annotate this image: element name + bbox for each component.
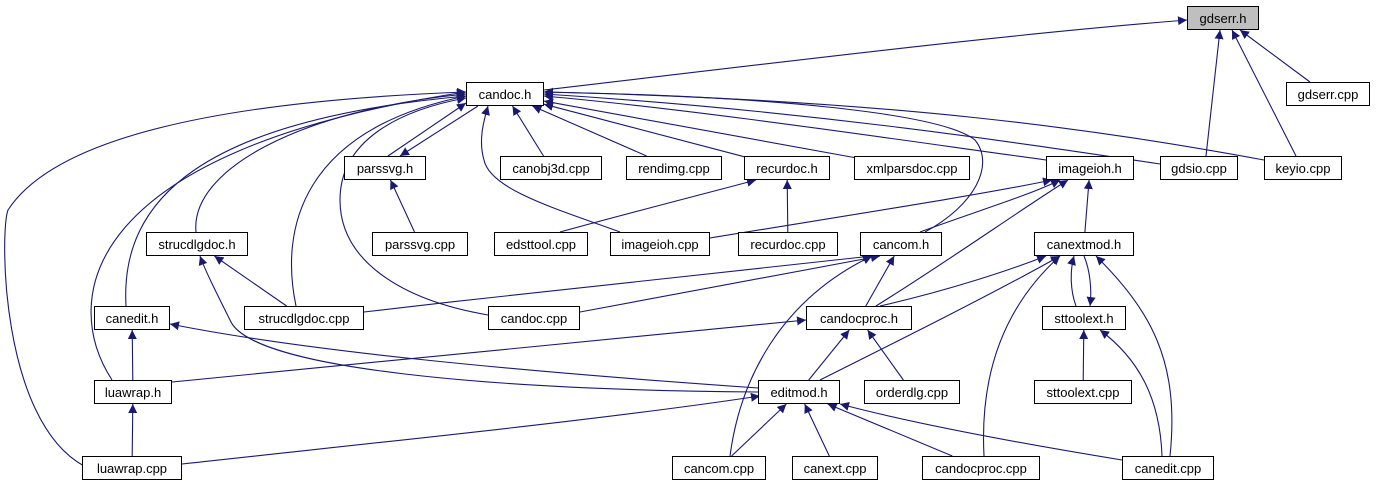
node-candocproc-cpp[interactable]: candocproc.cpp (922, 456, 1040, 480)
node-luawrap-cpp[interactable]: luawrap.cpp (82, 456, 182, 480)
edge-candoc-cpp-to-candoc-h (339, 95, 489, 316)
edge-cancom-cpp-to-cancom-h (729, 255, 873, 457)
node-sttoolext-h[interactable]: sttoolext.h (1042, 306, 1126, 330)
edge-edsttool-cpp-to-recurdoc-h (559, 177, 757, 233)
node-gdserr-h: gdserr.h (1187, 6, 1259, 30)
edge-canedit-cpp-to-canextmod-h (1095, 255, 1173, 457)
edge-luawrap-h-to-candocproc-h (171, 316, 807, 383)
edge-luawrap-h-to-candoc-h (90, 88, 467, 381)
edge-canedit-cpp-to-sttoolext-h (1099, 329, 1163, 457)
edge-strucdlgdoc-cpp-to-strucdlgdoc-h (214, 255, 287, 307)
node-cancom-cpp[interactable]: cancom.cpp (672, 456, 766, 480)
edge-luawrap-h-to-canedit-h (127, 329, 137, 381)
edge-recurdoc-cpp-to-recurdoc-h (782, 179, 792, 233)
edge-cancom-h-to-candoc-h (543, 87, 984, 233)
edge-candocproc-cpp-to-canextmod-h (982, 255, 1061, 457)
node-parssvg-h[interactable]: parssvg.h (344, 156, 426, 180)
node-gdsio-cpp[interactable]: gdsio.cpp (1160, 156, 1238, 180)
node-canext-cpp[interactable]: canext.cpp (792, 456, 878, 480)
edge-editmod-h-to-canedit-h (169, 321, 759, 389)
edge-cancom-h-to-imageioh-h (919, 179, 1061, 233)
node-sttoolext-cpp[interactable]: sttoolext.cpp (1034, 380, 1132, 404)
edge-imageioh-h-to-candoc-h (543, 92, 1047, 161)
node-canextmod-h[interactable]: canextmod.h (1034, 232, 1134, 256)
edge-sttoolext-h-to-canextmod-h (1067, 255, 1077, 307)
edge-luawrap-cpp-to-editmod-h (181, 392, 761, 465)
edge-cancom-cpp-to-editmod-h (731, 403, 787, 457)
edge-candocproc-h-to-cancom-h (865, 255, 895, 307)
node-candoc-cpp[interactable]: candoc.cpp (488, 306, 580, 330)
edge-xmlparsdoc-cpp-to-candoc-h (543, 98, 855, 159)
edge-candocproc-h-to-canextmod-h (879, 255, 1047, 307)
node-xmlparsdoc-cpp[interactable]: xmlparsdoc.cpp (854, 156, 970, 180)
edge-candocproc-cpp-to-editmod-h (827, 403, 953, 457)
edge-imageioh-cpp-to-candoc-h (480, 105, 621, 233)
node-imageioh-h[interactable]: imageioh.h (1046, 156, 1134, 180)
edge-editmod-h-to-candocproc-h (808, 329, 850, 381)
edge-strucdlgdoc-cpp-to-cancom-h (363, 252, 873, 313)
node-candocproc-h[interactable]: candocproc.h (806, 306, 912, 330)
node-canedit-cpp[interactable]: canedit.cpp (1122, 456, 1214, 480)
edge-editmod-h-to-canextmod-h (819, 255, 1061, 381)
edge-candoc-cpp-to-cancom-h (579, 253, 881, 313)
edge-gdserr-cpp-to-gdserr-h (1239, 29, 1311, 83)
node-orderdlg-cpp[interactable]: orderdlg.cpp (864, 380, 960, 404)
edge-parssvg-cpp-to-parssvg-h (390, 179, 415, 233)
node-canedit-h[interactable]: canedit.h (94, 306, 170, 330)
edge-recurdoc-h-to-candoc-h (543, 102, 745, 158)
node-cancom-h[interactable]: cancom.h (860, 232, 942, 256)
edge-editmod-h-to-strucdlgdoc-h (198, 255, 759, 393)
edge-candoc-h-to-parssvg-h (399, 105, 479, 157)
node-recurdoc-h[interactable]: recurdoc.h (744, 156, 830, 180)
edge-gdsio-cpp-to-gdserr-h (1205, 29, 1224, 157)
edge-candoc-h-to-gdserr-h (543, 16, 1188, 91)
node-luawrap-h[interactable]: luawrap.h (94, 380, 172, 404)
node-strucdlgdoc-cpp[interactable]: strucdlgdoc.cpp (244, 306, 364, 330)
edge-gdsio-cpp-to-candoc-h (543, 90, 1161, 165)
node-candoc-h[interactable]: candoc.h (466, 82, 544, 106)
node-editmod-h[interactable]: editmod.h (758, 380, 840, 404)
edge-candocproc-h-to-imageioh-h (875, 179, 1069, 307)
edge-canobj3d-cpp-to-candoc-h (512, 105, 544, 157)
edge-canextmod-h-to-imageioh-h (1083, 179, 1093, 233)
edge-orderdlg-cpp-to-candocproc-h (867, 329, 904, 381)
edge-strucdlgdoc-cpp-to-candoc-h (290, 93, 467, 307)
node-canobj3d-cpp[interactable]: canobj3d.cpp (500, 156, 602, 180)
edge-luawrap-cpp-to-candoc-h (4, 87, 467, 467)
edge-luawrap-cpp-to-luawrap-h (128, 403, 138, 457)
node-edsttool-cpp[interactable]: edsttool.cpp (494, 232, 588, 256)
node-strucdlgdoc-h[interactable]: strucdlgdoc.h (146, 232, 248, 256)
node-gdserr-cpp[interactable]: gdserr.cpp (1286, 82, 1370, 106)
edge-parssvg-h-to-candoc-h (387, 102, 467, 157)
edge-sttoolext-cpp-to-sttoolext-h (1079, 329, 1089, 381)
edge-canext-cpp-to-editmod-h (804, 403, 830, 457)
edge-canedit-h-to-candoc-h (125, 92, 467, 307)
node-keyio-cpp[interactable]: keyio.cpp (1264, 156, 1342, 180)
edge-keyio-cpp-to-gdserr-h (1231, 29, 1297, 157)
node-recurdoc-cpp[interactable]: recurdoc.cpp (738, 232, 838, 256)
node-parssvg-cpp[interactable]: parssvg.cpp (372, 232, 468, 256)
node-rendimg-cpp[interactable]: rendimg.cpp (626, 156, 722, 180)
edge-imageioh-cpp-to-imageioh-h (709, 177, 1053, 239)
edge-canedit-cpp-to-editmod-h (839, 401, 1123, 461)
edge-rendimg-cpp-to-candoc-h (532, 105, 647, 157)
node-imageioh-cpp[interactable]: imageioh.cpp (610, 232, 710, 256)
edge-canextmod-h-to-sttoolext-h (1083, 255, 1096, 307)
